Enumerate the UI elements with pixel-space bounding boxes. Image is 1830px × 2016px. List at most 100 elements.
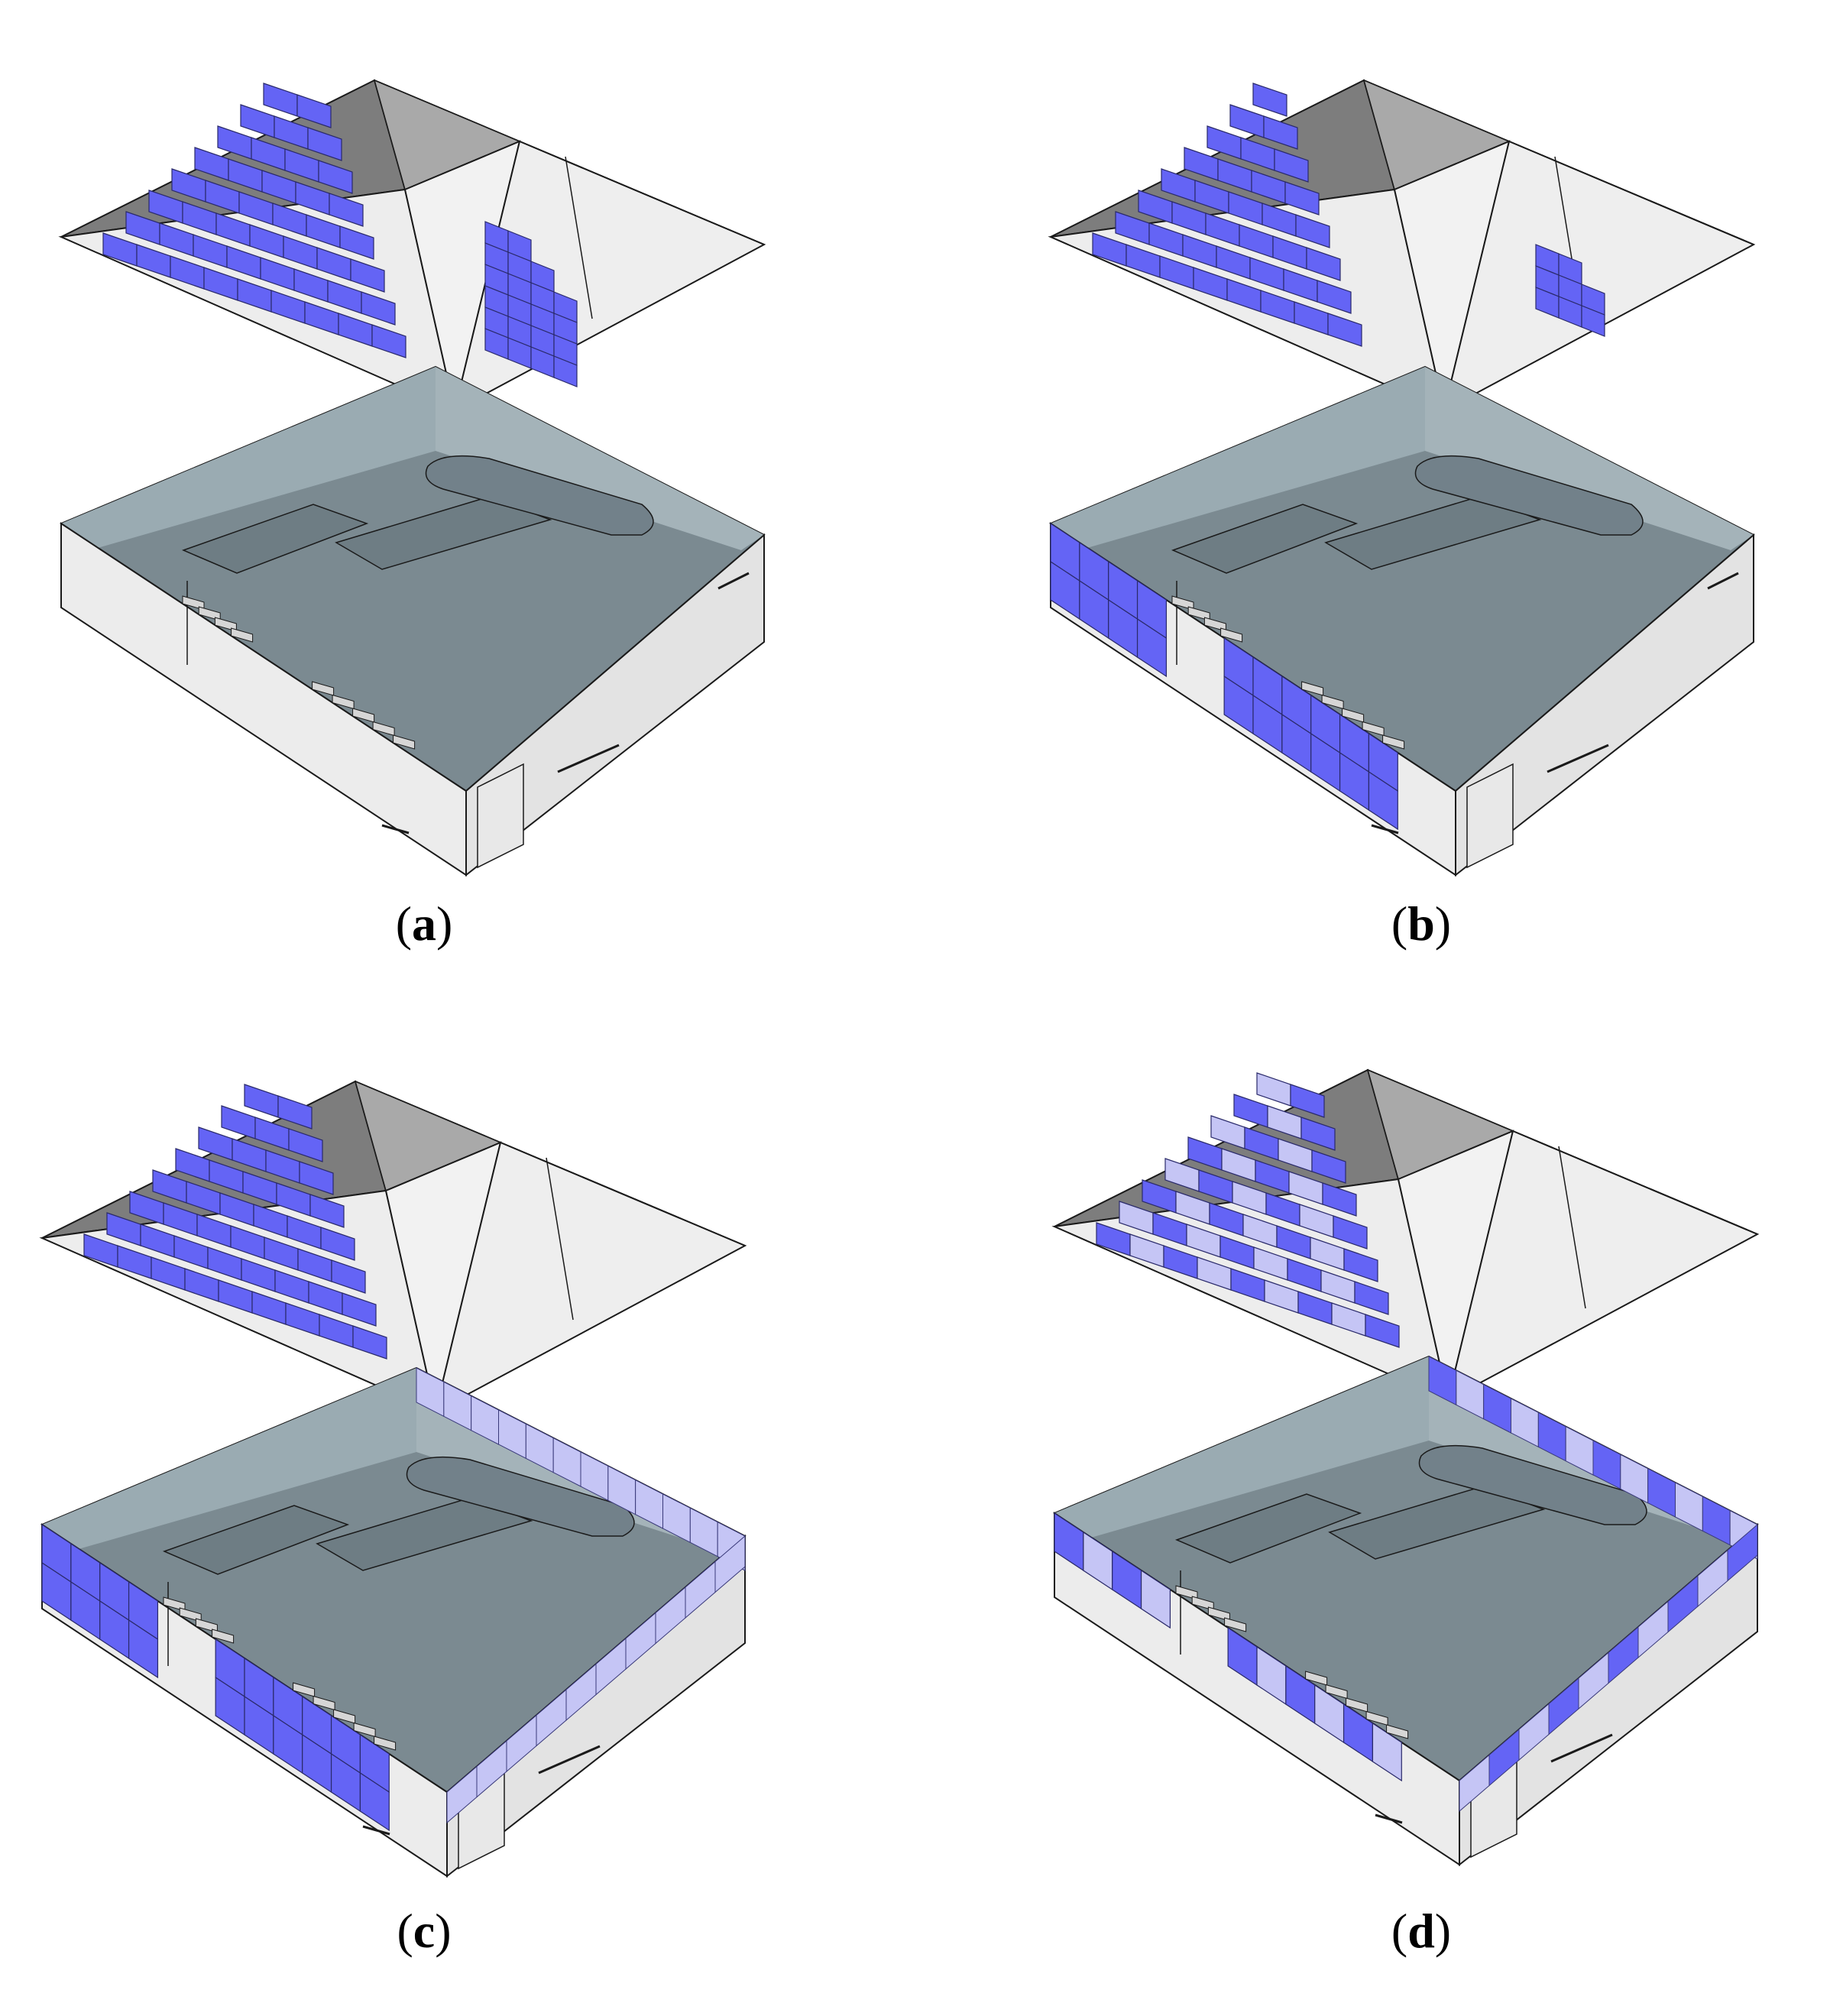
pv-module-roof-south xyxy=(1229,104,1265,138)
interior-back-left-wall xyxy=(1051,367,1425,554)
wall-east xyxy=(1455,533,1754,877)
pv-module-wall-east xyxy=(714,1535,746,1593)
pv-module-roof-south xyxy=(371,324,406,358)
pv-module-roof-south xyxy=(1333,1215,1368,1249)
pv-module-roof-south xyxy=(263,83,298,117)
rim-unit xyxy=(212,1629,235,1644)
pv-module-roof-south xyxy=(221,1105,256,1139)
building xyxy=(1052,1355,1759,1867)
pv-module-roof-south xyxy=(331,1259,366,1294)
interior-pool xyxy=(406,1456,635,1537)
pv-module-roof-south xyxy=(1322,1182,1357,1217)
pv-module-roof-south xyxy=(1354,1281,1389,1315)
interior-counter xyxy=(181,504,369,574)
pv-module-roof-south xyxy=(329,193,364,227)
window-slit xyxy=(717,572,750,590)
pv-module-wall-south xyxy=(1140,1569,1171,1629)
pv-module-roof-south xyxy=(1306,247,1341,281)
pv-module-roof-south xyxy=(288,1128,323,1162)
pv-module-roof-south xyxy=(1365,1314,1400,1348)
roof-edge-line xyxy=(546,1157,574,1321)
pv-module-roof-south xyxy=(307,127,342,161)
panel-a xyxy=(58,79,766,877)
pv-module-roof-south xyxy=(1327,313,1362,347)
pv-module-wall-south xyxy=(128,1619,159,1679)
window-slit xyxy=(557,744,620,773)
roof-edge-line xyxy=(565,156,593,319)
rim-unit xyxy=(231,627,254,643)
interior-back-right-wall xyxy=(436,367,764,550)
pv-module-roof-south xyxy=(318,160,353,194)
rim-unit xyxy=(1386,1724,1409,1739)
interior-counter xyxy=(1171,504,1359,574)
pv-module-roof-south xyxy=(299,1161,334,1195)
pv-module-roof-south xyxy=(1343,1248,1378,1282)
door xyxy=(1466,763,1514,869)
pv-module-roof-south xyxy=(309,1194,345,1228)
window-slit xyxy=(538,1745,601,1775)
interior-table xyxy=(335,496,552,570)
interior-table xyxy=(1324,496,1542,570)
pv-module-roof-south xyxy=(1233,1094,1268,1128)
roof xyxy=(58,79,766,412)
pv-module-roof-south xyxy=(1284,181,1320,216)
panel-c xyxy=(39,1080,747,1878)
interior-pool xyxy=(425,455,654,536)
pv-module-roof-south xyxy=(244,1084,279,1118)
pv-module-roof-south xyxy=(350,258,385,293)
interior-counter xyxy=(1174,1493,1362,1564)
rim-unit xyxy=(393,734,416,750)
pv-module-roof-south xyxy=(1252,83,1287,117)
rim-unit xyxy=(1382,734,1405,750)
pv-module-roof-south xyxy=(1295,214,1330,248)
pv-module-roof-south xyxy=(1290,1084,1325,1118)
pv-module-wall-south xyxy=(359,1771,390,1832)
roof-east-plane xyxy=(1446,1130,1760,1402)
pv-module-roof-south xyxy=(296,94,332,128)
rim-unit xyxy=(374,1736,397,1751)
interior-pool xyxy=(1414,455,1644,536)
pv-module-roof-west xyxy=(553,355,578,387)
pv-module-roof-south xyxy=(277,1095,313,1130)
window-slit xyxy=(1375,1813,1403,1824)
pv-module-wall-south xyxy=(1368,770,1398,831)
interior-back-left-wall xyxy=(42,1368,416,1555)
building xyxy=(1048,365,1755,877)
window-slit xyxy=(362,1825,390,1836)
pv-module-roof-west xyxy=(1581,305,1605,337)
pv-module-wall-east xyxy=(1727,1523,1758,1582)
caption-b: (b) xyxy=(1391,896,1451,951)
caption-c: (c) xyxy=(397,1904,451,1958)
pv-module-roof-south xyxy=(361,291,396,326)
roof xyxy=(39,1080,747,1413)
pv-module-roof-south xyxy=(1256,1072,1291,1107)
building xyxy=(59,365,766,877)
pv-module-roof-south xyxy=(1317,280,1352,314)
interior-back-left-wall xyxy=(1054,1356,1429,1544)
window-slit xyxy=(1547,744,1609,773)
interior-table xyxy=(1328,1486,1546,1560)
caption-a: (a) xyxy=(396,896,453,951)
interior-pool xyxy=(1418,1444,1647,1525)
pv-module-roof-south xyxy=(1274,148,1309,183)
roof-east-plane xyxy=(434,1141,747,1413)
rim-unit xyxy=(1220,627,1243,643)
pv-module-roof-south xyxy=(352,1325,387,1360)
pv-module-roof-south xyxy=(320,1227,355,1261)
roof xyxy=(1051,1068,1760,1402)
interior-back-left-wall xyxy=(61,367,436,554)
wall-east xyxy=(465,533,765,877)
window-slit xyxy=(1371,824,1399,835)
panel-b xyxy=(1048,79,1756,877)
interior-table xyxy=(316,1497,533,1571)
building xyxy=(40,1366,747,1878)
roof xyxy=(1048,79,1756,412)
door xyxy=(477,763,524,869)
window-slit xyxy=(1550,1733,1613,1763)
pv-module-roof-south xyxy=(240,104,275,138)
caption-d: (d) xyxy=(1391,1904,1451,1958)
pv-module-roof-south xyxy=(342,1292,377,1327)
window-slit xyxy=(1707,572,1739,590)
pv-module-roof-south xyxy=(339,225,374,260)
